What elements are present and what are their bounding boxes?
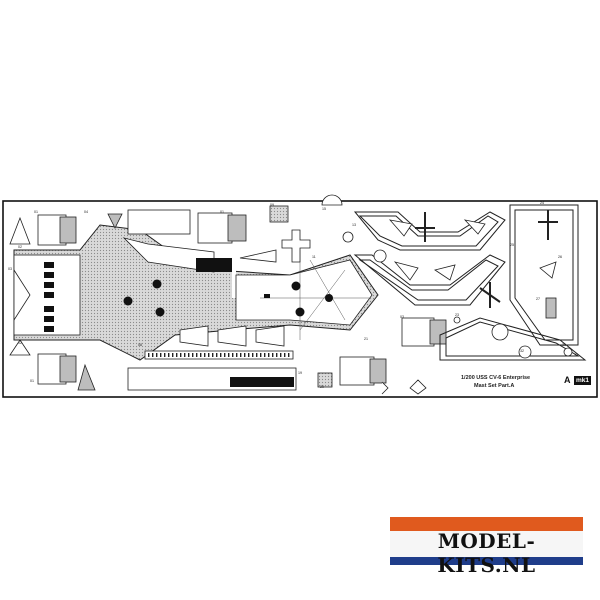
ladder-rail	[127, 209, 297, 391]
part-number: 01	[30, 379, 34, 383]
part-number: 02	[18, 245, 22, 249]
part-number: 02	[18, 341, 22, 345]
maker-logo: mk1	[574, 376, 592, 385]
flag-stripe-white	[390, 531, 583, 557]
part-number: 33	[574, 353, 578, 357]
railing-parts	[353, 204, 587, 361]
detail-parts	[342, 210, 573, 395]
part-number: 31	[562, 343, 566, 347]
part-number: 26	[558, 255, 562, 259]
brand-name: MODEL-KITS.NL	[437, 529, 536, 577]
bracket-parts	[9, 213, 285, 391]
part-number: 01	[34, 210, 38, 214]
fret-title: 1/200 USS CV-6 Enterprise	[461, 375, 531, 381]
part-number: 25	[510, 243, 514, 247]
part-number: 24	[540, 201, 544, 205]
part-number: 15	[322, 207, 326, 211]
part-number: 13	[352, 223, 356, 227]
part-number: 19	[298, 371, 302, 375]
flag-stripe-red	[390, 517, 583, 531]
part-number: 21	[364, 337, 368, 341]
part-number: 08	[138, 343, 142, 347]
part-number: 01	[220, 210, 224, 214]
part-number: 27	[536, 297, 540, 301]
part-number: 20	[320, 385, 324, 389]
part-number: 11	[312, 255, 316, 259]
part-number: 23	[455, 313, 459, 317]
cross-parts	[269, 194, 343, 388]
mast-platform	[13, 224, 379, 361]
part-number: 04	[84, 210, 88, 214]
part-number: 03	[400, 315, 404, 319]
sheet-letter: A	[564, 375, 571, 385]
fret-subtitle: Mast Set Part.A	[474, 383, 515, 389]
part-number: 03	[8, 267, 12, 271]
part-number: 32	[520, 349, 524, 353]
flag-stripe-blue	[390, 557, 583, 565]
part-number: 09	[270, 203, 274, 207]
brand-watermark: MODEL-KITS.NL	[390, 517, 583, 577]
